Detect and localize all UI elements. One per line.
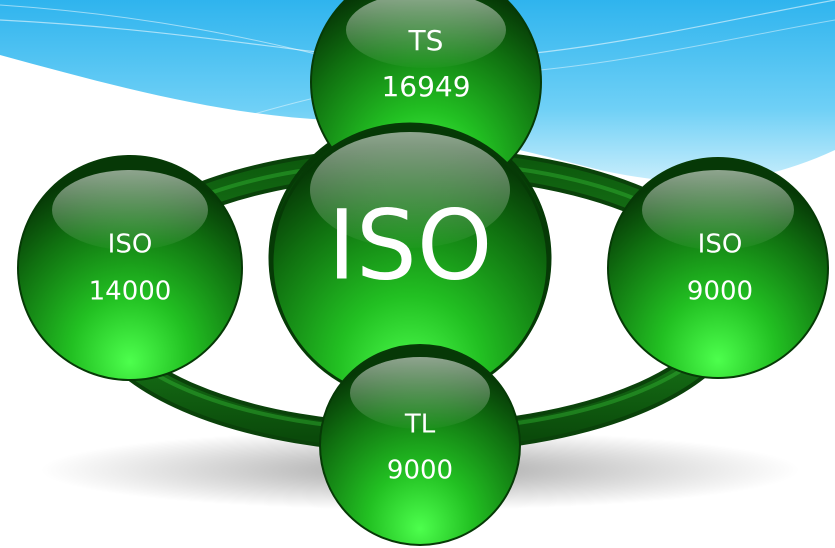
node-right-sphere: ISO 9000 xyxy=(607,157,829,379)
node-bottom-line2: 9000 xyxy=(387,456,453,486)
node-bottom-line1: TL xyxy=(404,410,436,440)
node-top-line1: TS xyxy=(408,24,444,57)
center-iso-label: ISO xyxy=(328,189,493,301)
node-left-line2: 14000 xyxy=(89,277,172,307)
node-right-line2: 9000 xyxy=(687,277,753,307)
node-right-line1: ISO xyxy=(698,230,743,260)
node-bottom-sphere: TL 9000 xyxy=(319,344,521,546)
node-top-line2: 16949 xyxy=(381,70,470,103)
node-left-line1: ISO xyxy=(108,230,153,260)
center-sphere-overlay xyxy=(270,122,550,402)
node-left-sphere: ISO 14000 xyxy=(17,155,243,381)
